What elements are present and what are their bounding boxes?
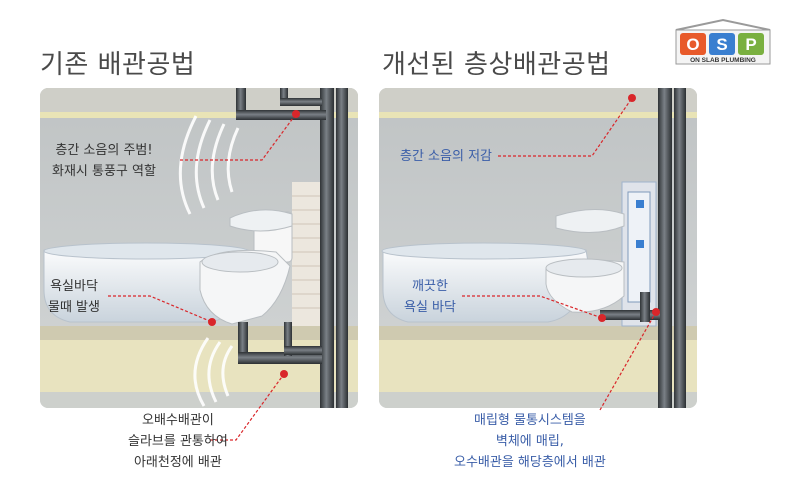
callout-dot-noise (292, 110, 300, 118)
right-callout-noise: 층간 소음의 저감 (400, 146, 492, 167)
logo-s-block (709, 33, 735, 55)
left-panel-title: 기존 배관공법 (40, 50, 196, 80)
callout-dot-floor (208, 318, 216, 326)
right-panel-illustration (379, 88, 697, 408)
noise-waves-top (178, 115, 240, 215)
left-panel-illustration (40, 88, 358, 408)
left-callout-noise-line2: 화재시 통풍구 역할 (52, 164, 156, 179)
callout-dot-noise-reduced (628, 94, 636, 102)
left-bottom-note: 오배수배관이 슬라브를 관통하여 아래천정에 배관 (128, 410, 228, 473)
left-callout-floor-line1: 욕실바닥 (50, 279, 98, 294)
left-callout-floor: 욕실바닥 물때 발생 (48, 276, 100, 318)
logo-p-block (738, 33, 764, 55)
right-panel-title: 개선된 층상배관공법 (382, 50, 611, 80)
right-bottom-note-line1: 매립형 물통시스템을 (474, 413, 586, 428)
left-bottom-note-line1: 오배수배관이 (142, 413, 214, 428)
left-bottom-note-line2: 슬라브를 관통하여 (128, 434, 228, 449)
left-callout-floor-line2: 물때 발생 (48, 300, 100, 315)
logo-letter-s: S (716, 35, 727, 54)
right-callout-floor: 깨끗한 욕실 바닥 (404, 276, 456, 318)
left-callout-noise-line1: 층간 소음의 주범! (55, 143, 153, 158)
left-bottom-note-line3: 아래천정에 배관 (133, 455, 222, 470)
logo-letter-p: P (745, 35, 756, 54)
callout-dot-clean-floor (598, 314, 606, 322)
logo-subtitle: ON SLAB PLUMBING (690, 57, 756, 64)
logo-letter-o: O (686, 35, 699, 54)
right-callout-floor-line1: 깨끗한 (412, 279, 448, 294)
right-callout-noise-line1: 층간 소음의 저감 (400, 149, 492, 164)
left-callout-noise: 층간 소음의 주범! 화재시 통풍구 역할 (52, 140, 156, 182)
right-bottom-note-line3: 오수배관을 해당층에서 배관 (454, 455, 606, 470)
right-bottom-note-line2: 벽체에 매립, (495, 434, 564, 449)
right-bottom-note: 매립형 물통시스템을 벽체에 매립, 오수배관을 해당층에서 배관 (454, 410, 606, 473)
right-callout-floor-line2: 욕실 바닥 (404, 300, 456, 315)
osp-logo: O S P ON SLAB PLUMBING (668, 18, 778, 66)
callout-dot-in-wall-system (652, 308, 660, 316)
callout-dot-drain (280, 370, 288, 378)
logo-o-block (680, 33, 706, 55)
noise-waves-bottom (193, 337, 234, 407)
